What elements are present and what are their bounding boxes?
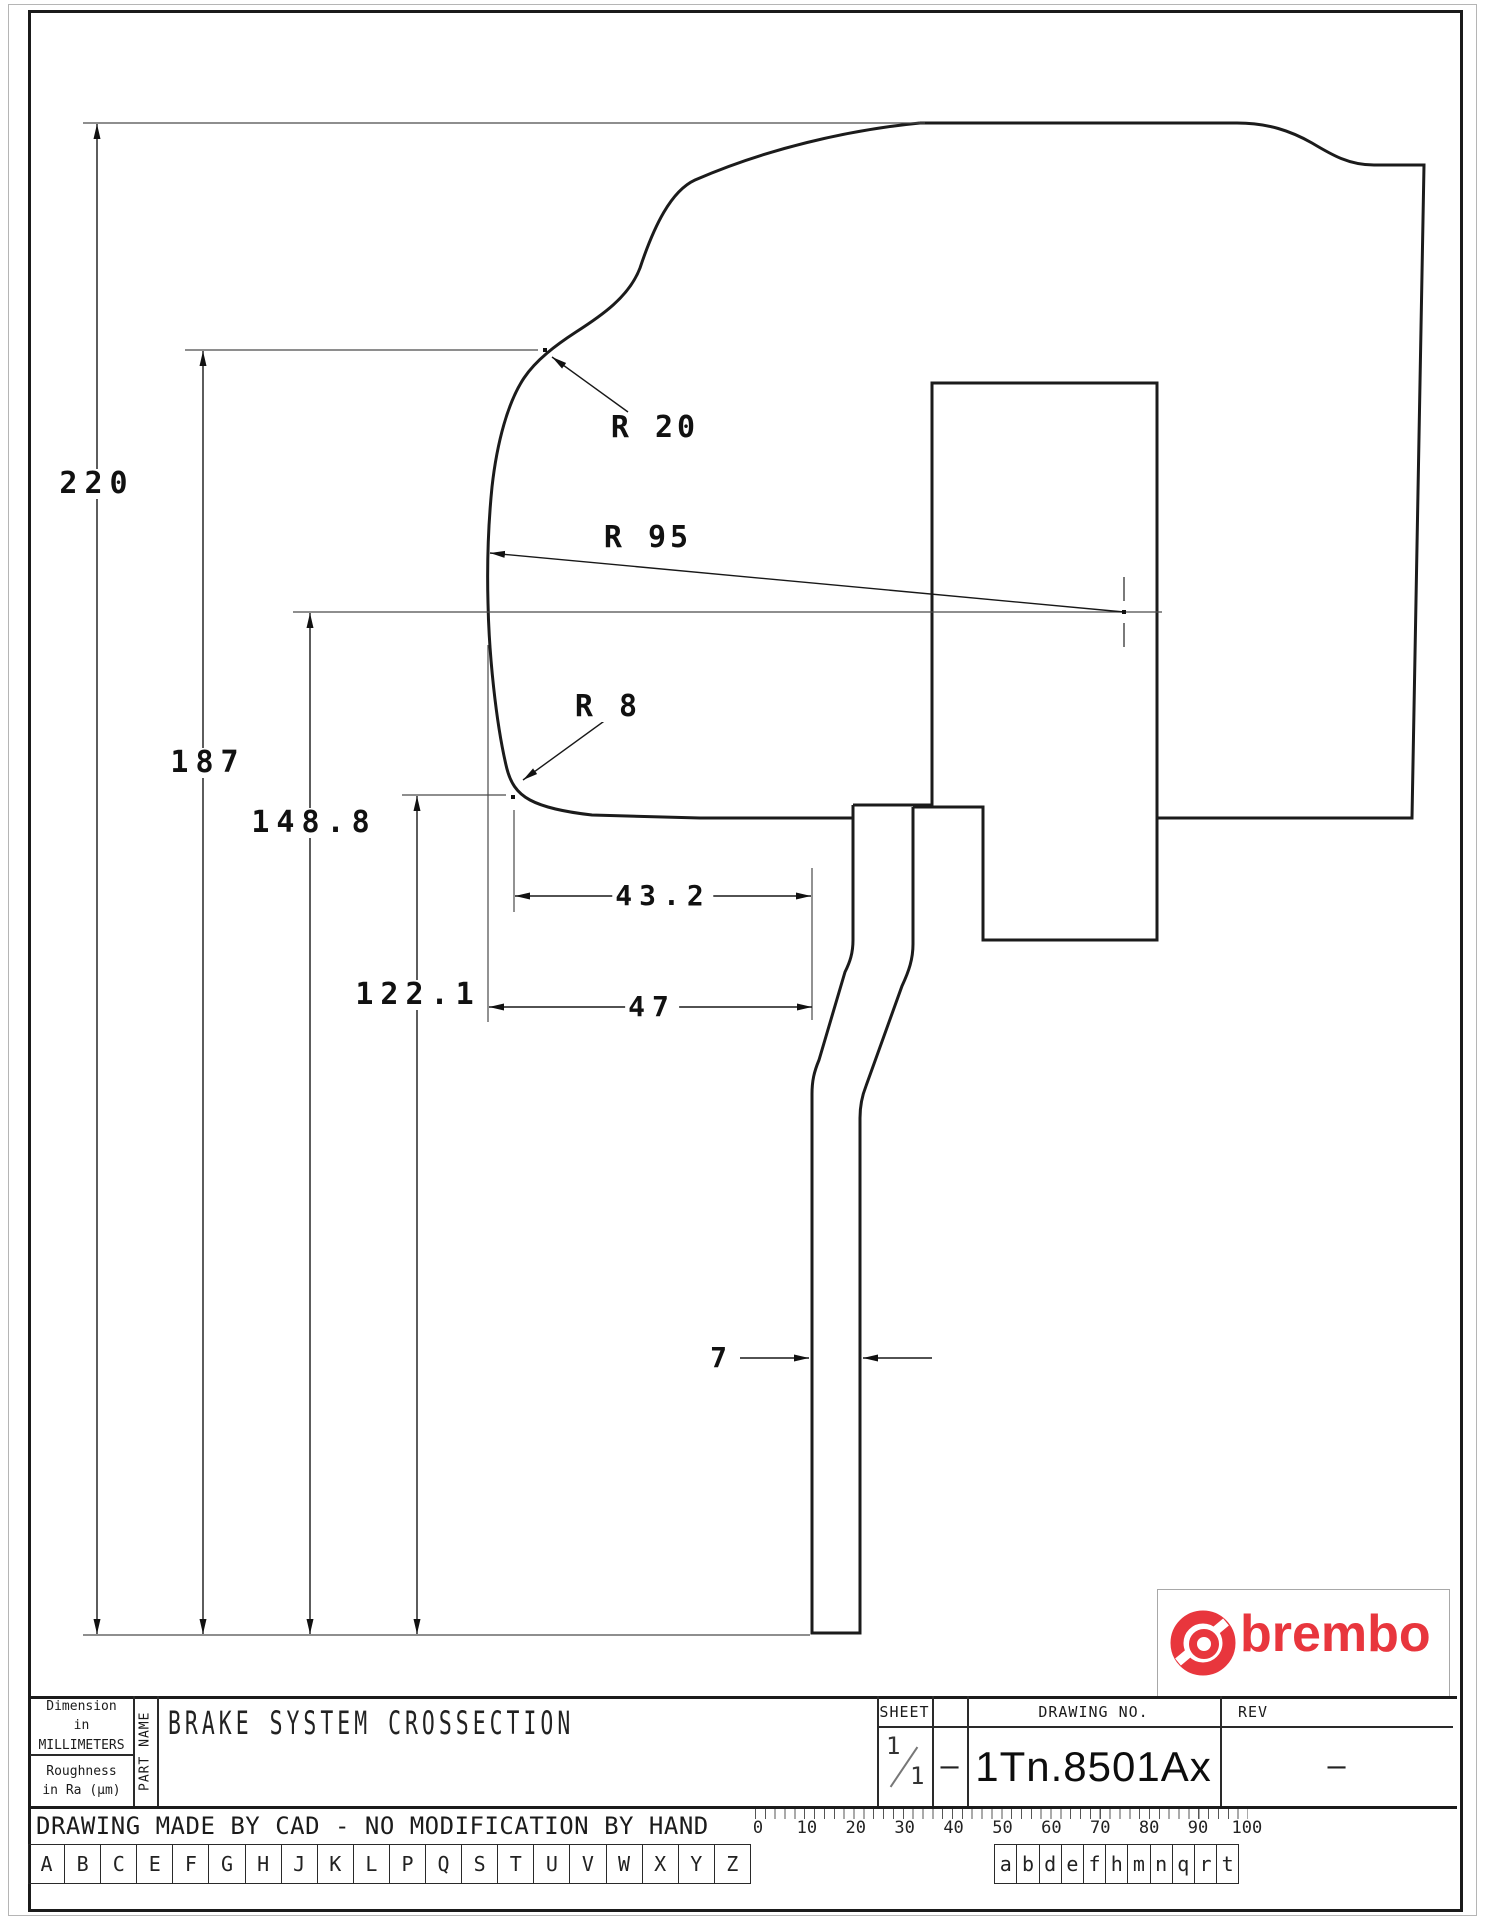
letter-cell: E [137, 1845, 174, 1883]
letter-cell: e [1062, 1845, 1084, 1883]
part-name-vertical-label: PART NAME [137, 1711, 153, 1791]
letter-cell: X [643, 1845, 679, 1883]
letter-cell: U [534, 1845, 571, 1883]
dimension-label-122-1: 122.1 [352, 980, 484, 1010]
ruler-number: 10 [796, 1818, 818, 1838]
letter-cell: t [1217, 1845, 1240, 1883]
letter-cell: S [462, 1845, 499, 1883]
divider-notes [133, 1696, 135, 1806]
center-dots [511, 348, 1126, 799]
drawing-border [28, 10, 1463, 1912]
outer-frame [8, 4, 1477, 1916]
caliper-outline-left [486, 121, 921, 820]
divider-drawingno [967, 1696, 969, 1806]
roughness-note-line1: Roughness [46, 1763, 117, 1779]
letter-cell: m [1128, 1845, 1151, 1883]
sheet-dash-cell: – [940, 1749, 959, 1784]
brembo-logo-text: brembo [1240, 1605, 1431, 1663]
letter-cell: K [318, 1845, 354, 1883]
vertical-dimension-lines [93, 124, 421, 1634]
pad-notch-outline [853, 381, 1159, 818]
ruler-number: 60 [1041, 1818, 1062, 1838]
letter-cell: H [246, 1845, 282, 1883]
dimension-label-43-2: 43.2 [612, 882, 714, 910]
letter-cell: J [282, 1845, 318, 1883]
letter-cell: r [1195, 1845, 1218, 1883]
titleblock-bottom-line [28, 1806, 1457, 1809]
ruler-number: 70 [1089, 1818, 1111, 1838]
letter-cell: n [1151, 1845, 1173, 1883]
ruler-number: 50 [992, 1818, 1013, 1838]
letter-cell: F [173, 1845, 210, 1883]
units-note-cell: Dimension in MILLIMETERS [30, 1698, 133, 1754]
sheet-denominator: 1 [910, 1762, 925, 1790]
ruler-number: 20 [845, 1818, 867, 1838]
roughness-note-line2: in Ra (μm) [42, 1783, 121, 1798]
disc-profile [810, 805, 915, 1635]
divider-sheet-dash [932, 1696, 934, 1806]
letter-cell: b [1017, 1845, 1040, 1883]
divider-rev [1220, 1696, 1222, 1806]
horizontal-dimension-lines [489, 892, 932, 1362]
units-note-line2: in MILLIMETERS [38, 1718, 125, 1753]
letter-cell: f [1084, 1845, 1107, 1883]
titleblock-top-line [28, 1696, 1457, 1699]
ruler-number: 90 [1187, 1818, 1209, 1838]
divider-sheet [877, 1696, 879, 1806]
letter-cell: C [101, 1845, 138, 1883]
brembo-logo-icon [1170, 1610, 1236, 1676]
letter-cell: P [390, 1845, 427, 1883]
caliper-outline-right [920, 121, 1426, 820]
letter-cell: Z [715, 1845, 751, 1883]
ruler-ticks [755, 1809, 1248, 1819]
sheet-header: SHEET [879, 1703, 930, 1721]
radius-label-r95: R 95 [600, 523, 696, 553]
letter-cell: Y [679, 1845, 715, 1883]
letter-cell: T [498, 1845, 535, 1883]
part-title: BRAKE SYSTEM CROSSECTION [168, 1704, 575, 1742]
letter-cell: B [65, 1845, 102, 1883]
drawing-no-value: 1Tn.8501Ax [975, 1742, 1212, 1790]
dimension-label-47: 47 [625, 993, 679, 1021]
letter-cell: V [570, 1845, 607, 1883]
extension-lines [83, 122, 1162, 1636]
radius-label-r20: R 20 [607, 413, 703, 443]
rev-header: REV [1237, 1703, 1269, 1721]
radius-label-r8: R 8 [571, 692, 645, 722]
header-underline [877, 1726, 1453, 1728]
cad-note: DRAWING MADE BY CAD - NO MODIFICATION BY… [36, 1812, 709, 1840]
ruler-scale: 0 10 20 30 40 50 60 70 80 90 100 [738, 1818, 1267, 1840]
ruler-number: 30 [894, 1818, 915, 1838]
ruler-number: 40 [943, 1818, 964, 1838]
notes-divider-line [30, 1754, 133, 1756]
letter-cell: L [354, 1845, 390, 1883]
letter-cell: W [607, 1845, 643, 1883]
rev-value: – [1327, 1749, 1346, 1784]
units-note-line1: Dimension [46, 1698, 117, 1714]
part-title-cell: BRAKE SYSTEM CROSSECTION [168, 1700, 774, 1746]
dimension-label-187: 187 [167, 748, 249, 778]
letter-cell: Q [426, 1845, 463, 1883]
letter-cell: h [1106, 1845, 1129, 1883]
ruler-number: 0 [752, 1818, 764, 1838]
dimension-label-7: 7 [707, 1344, 737, 1372]
ruler-number: 100 [1231, 1818, 1263, 1838]
divider-partname [157, 1696, 159, 1806]
ruler-number: 80 [1138, 1818, 1160, 1838]
drawing-no-header: DRAWING NO. [1038, 1703, 1149, 1721]
letter-cell: d [1040, 1845, 1062, 1883]
dimension-label-220: 220 [56, 469, 138, 499]
letter-cell: a [995, 1845, 1018, 1883]
roughness-note-cell: Roughness in Ra (μm) [30, 1756, 133, 1806]
bracket-step-outline [913, 805, 1159, 942]
letter-cell: q [1173, 1845, 1195, 1883]
letter-cell: A [29, 1845, 66, 1883]
dimension-label-148-8: 148.8 [248, 808, 380, 838]
sheet-numerator: 1 [886, 1732, 901, 1760]
letter-cell: G [209, 1845, 246, 1883]
